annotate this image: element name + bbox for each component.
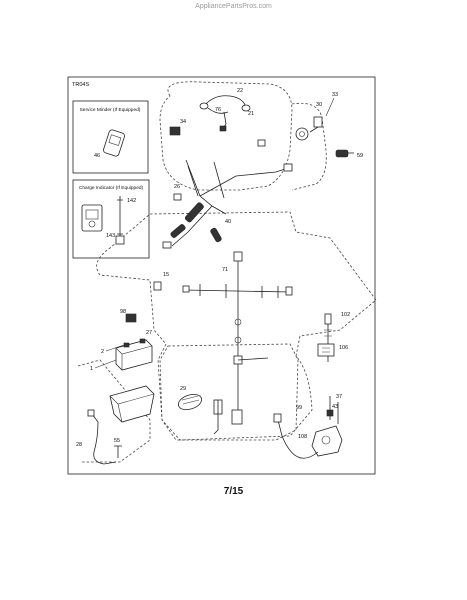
- service-minder-module: [103, 129, 125, 157]
- charge-indicator-title: Charge Indicator (If Equipped): [79, 185, 144, 191]
- battery-cable: [87, 409, 122, 465]
- fender-outline: [291, 102, 327, 191]
- headlight-harness: [199, 95, 251, 132]
- connector-15: [153, 281, 162, 291]
- side-outline-left: [77, 359, 151, 463]
- charge-indicator-box: Charge Indicator (If Equipped) 142 143: [72, 179, 150, 259]
- callout-71: 71: [222, 267, 228, 273]
- service-minder-box: Service Minder (If Equipped) 46: [72, 100, 149, 174]
- battery-tray: [109, 385, 155, 423]
- callout-99: 99: [296, 405, 302, 411]
- callout-1: 1: [90, 366, 93, 372]
- lower-wire-harness: [182, 251, 293, 435]
- starter-solenoid: [273, 396, 343, 459]
- callout-2: 2: [101, 349, 104, 355]
- callout-34: 34: [180, 119, 186, 125]
- callout-59: 59: [357, 153, 363, 159]
- charge-indicator-gauge: [81, 204, 103, 232]
- deck-outline: [159, 343, 299, 441]
- switch-34: [169, 126, 181, 136]
- callout-98: 98: [120, 309, 126, 315]
- key-59: [335, 149, 354, 158]
- callout-76: 76: [215, 107, 221, 113]
- diagram-frame: [67, 76, 376, 475]
- callout-106: 106: [339, 345, 348, 351]
- relay-98: [125, 313, 137, 323]
- watermark-text: AppliancePartsPros.com: [195, 3, 272, 10]
- callout-29: 29: [180, 386, 186, 392]
- right-side-components: [317, 313, 335, 362]
- callout-55: 55: [114, 438, 120, 444]
- service-minder-title: Service Minder (If Equipped): [80, 107, 141, 113]
- callout-26: 26: [174, 184, 180, 190]
- frame-outline: [96, 211, 377, 441]
- diagram-code: TR04S: [72, 82, 89, 88]
- callout-22: 22: [237, 88, 243, 94]
- callout-43: 43: [332, 404, 338, 410]
- callout-33: 33: [332, 92, 338, 98]
- pad-29: [177, 393, 203, 411]
- ignition-switch: [295, 116, 323, 141]
- callout-102: 102: [341, 312, 350, 318]
- callout-142: 142: [127, 198, 136, 204]
- callout-30: 30: [316, 102, 322, 108]
- callout-28: 28: [76, 442, 82, 448]
- connector-upper: [257, 139, 266, 147]
- callout-108: 108: [298, 434, 307, 440]
- callout-37: 37: [336, 394, 342, 400]
- page-number: 7/15: [223, 486, 244, 497]
- callout-27: 27: [146, 330, 152, 336]
- callout-143: 143: [106, 233, 115, 239]
- main-wire-harness: [162, 159, 293, 249]
- callout-21: 21: [248, 111, 254, 117]
- battery: [115, 338, 153, 371]
- callout-46: 46: [94, 153, 100, 159]
- callout-15: 15: [163, 272, 169, 278]
- hood-outline: [159, 81, 293, 191]
- callout-40: 40: [225, 219, 231, 225]
